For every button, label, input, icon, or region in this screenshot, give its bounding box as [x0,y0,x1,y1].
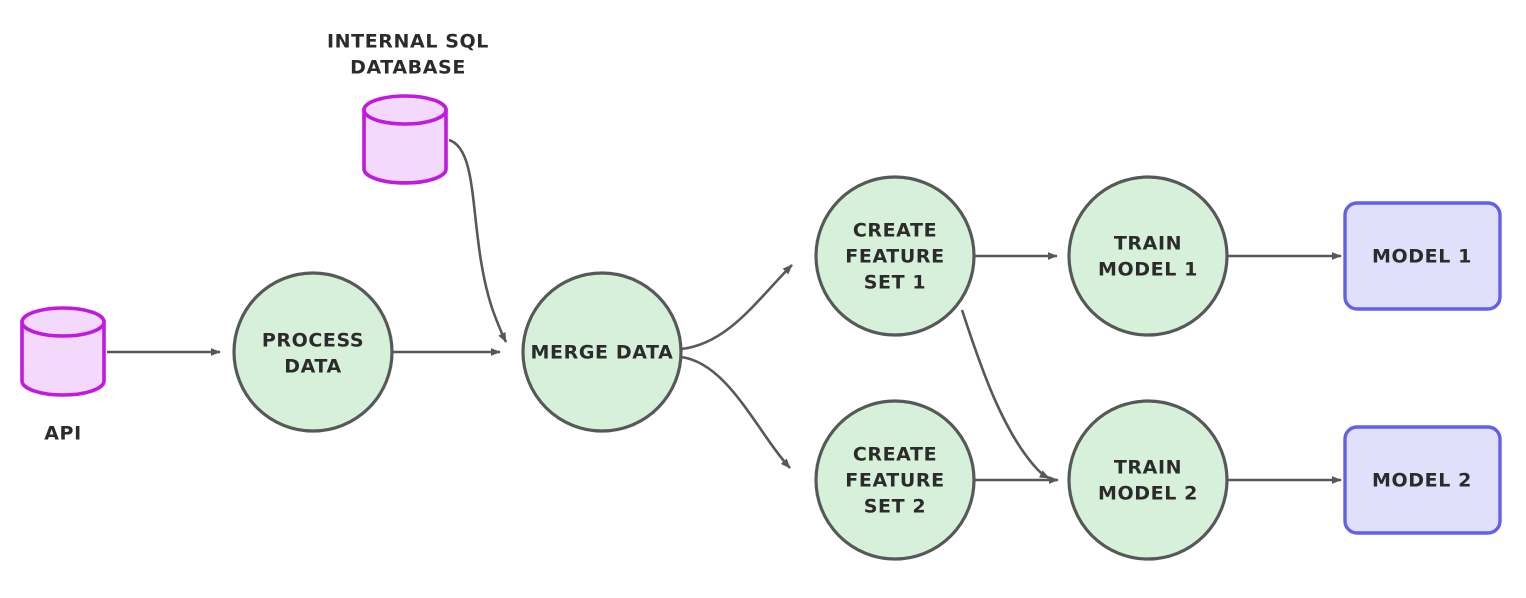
create-feature-set-2-label-line2: FEATURE [845,470,944,492]
train-model-2-circle [1067,399,1229,561]
model-1-rect [1343,201,1502,311]
train-model-1-circle [1067,175,1229,337]
model-2-label: MODEL 2 [1372,470,1472,492]
create-feature-set-2-label-line3: SET 2 [864,496,926,518]
node-process-data[interactable]: PROCESS DATA [232,271,394,433]
internal-sql-database-label-line1: INTERNAL SQL [327,31,489,53]
edge-layer [107,138,1342,484]
merge-data-circle [521,271,683,433]
node-merge-data[interactable]: MERGE DATA [521,271,683,433]
merge-data-label: MERGE DATA [531,342,674,364]
edge-merge-data-to-create-feature-set-1 [680,264,793,351]
node-train-model-1[interactable]: TRAIN MODEL 1 [1067,175,1229,337]
create-feature-set-1-label-line3: SET 1 [864,272,926,294]
node-create-feature-set-1[interactable]: CREATE FEATURE SET 1 [814,175,976,337]
edge-merge-data-to-create-feature-set-2 [680,355,791,469]
train-model-2-label-line1: TRAIN [1114,457,1182,479]
train-model-1-label-line2: MODEL 1 [1098,259,1198,281]
process-data-label-line1: PROCESS [262,330,364,352]
edge-create-feature-set-1-to-train-model-2 [960,309,1050,480]
node-model-1[interactable]: MODEL 1 [1343,201,1502,311]
model-1-label: MODEL 1 [1372,246,1472,268]
node-model-2[interactable]: MODEL 2 [1343,425,1502,535]
internal-sql-database-label-line2: DATABASE [350,57,466,79]
process-data-label-line2: DATA [284,356,342,378]
edge-internal-sql-database-to-merge-data [448,138,508,343]
create-feature-set-2-circle [814,399,976,561]
train-model-2-label-line2: MODEL 2 [1098,483,1198,505]
api-cylinder-icon [20,320,106,397]
api-label: API [44,423,82,445]
create-feature-set-1-label-line1: CREATE [853,220,937,242]
train-model-1-label-line1: TRAIN [1114,233,1182,255]
process-data-circle [232,271,394,433]
model-2-rect [1343,425,1502,535]
node-internal-sql-database[interactable]: INTERNAL SQL DATABASE [327,31,489,185]
internal-sql-database-cylinder-top-icon [362,94,448,126]
node-train-model-2[interactable]: TRAIN MODEL 2 [1067,399,1229,561]
node-create-feature-set-2[interactable]: CREATE FEATURE SET 2 [814,399,976,561]
api-cylinder-top-icon [20,306,106,338]
internal-sql-database-cylinder-icon [362,108,448,185]
create-feature-set-1-label-line2: FEATURE [845,246,944,268]
node-api[interactable]: API [20,306,106,445]
create-feature-set-1-circle [814,175,976,337]
create-feature-set-2-label-line1: CREATE [853,444,937,466]
